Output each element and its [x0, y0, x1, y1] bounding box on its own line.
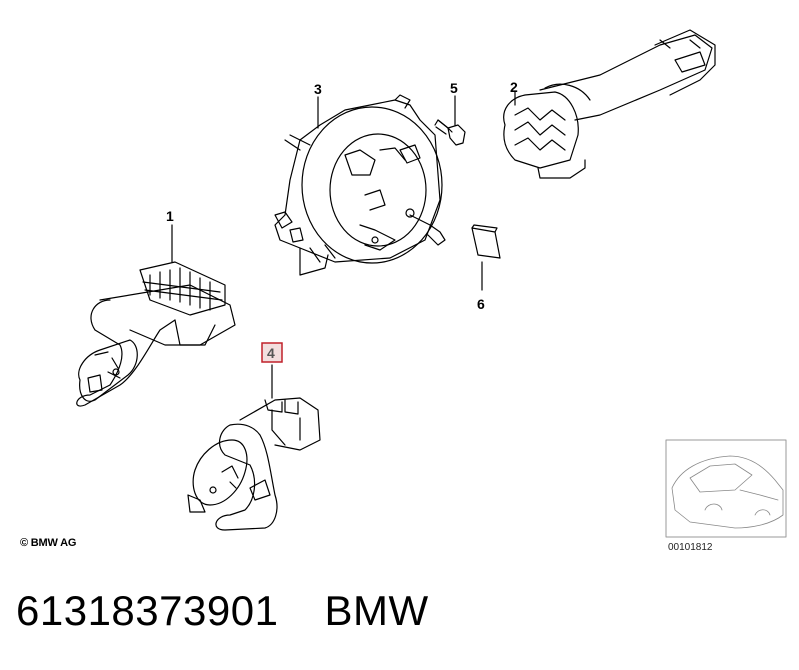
callout-5: 5: [450, 80, 458, 96]
part-2-wiper-switch[interactable]: [503, 29, 716, 179]
reference-code: 00101812: [668, 542, 713, 553]
callout-1: 1: [166, 208, 174, 224]
part-number: 61318373901: [16, 587, 279, 634]
part-3-switch-housing[interactable]: [274, 94, 446, 276]
part-4-cruise-control-switch[interactable]: [187, 397, 321, 531]
callout-4-highlight-box: [261, 342, 283, 363]
callout-2: 2: [510, 79, 518, 95]
brand-name: BMW: [324, 587, 429, 634]
part-1-turn-signal-switch[interactable]: [76, 261, 236, 407]
callout-4: 4: [267, 345, 275, 361]
copyright-notice: © BMW AG: [20, 537, 77, 549]
part-6-pad[interactable]: [471, 224, 501, 259]
callout-3: 3: [314, 81, 322, 97]
callout-6: 6: [477, 296, 485, 312]
part-5-screw[interactable]: [434, 119, 466, 146]
inset-car-thumbnail: [671, 455, 784, 529]
inset-frame: [665, 439, 787, 538]
footer-caption: 61318373901 BMW: [16, 587, 429, 635]
